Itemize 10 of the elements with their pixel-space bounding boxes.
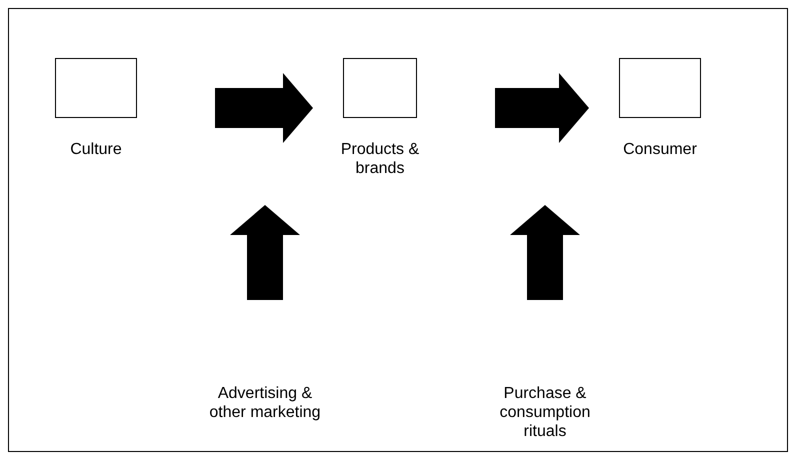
empty-box — [343, 58, 417, 118]
box-caption: Products & brands — [340, 140, 420, 178]
empty-box — [55, 58, 137, 118]
influence-label: Purchase & consumption rituals — [498, 384, 592, 441]
box-caption: Consumer — [622, 140, 698, 159]
influence-label: Advertising & other marketing — [208, 384, 322, 422]
box-caption: Culture — [69, 140, 123, 159]
block-arrow — [495, 73, 589, 143]
block-arrow — [215, 73, 313, 143]
empty-box — [619, 58, 701, 118]
